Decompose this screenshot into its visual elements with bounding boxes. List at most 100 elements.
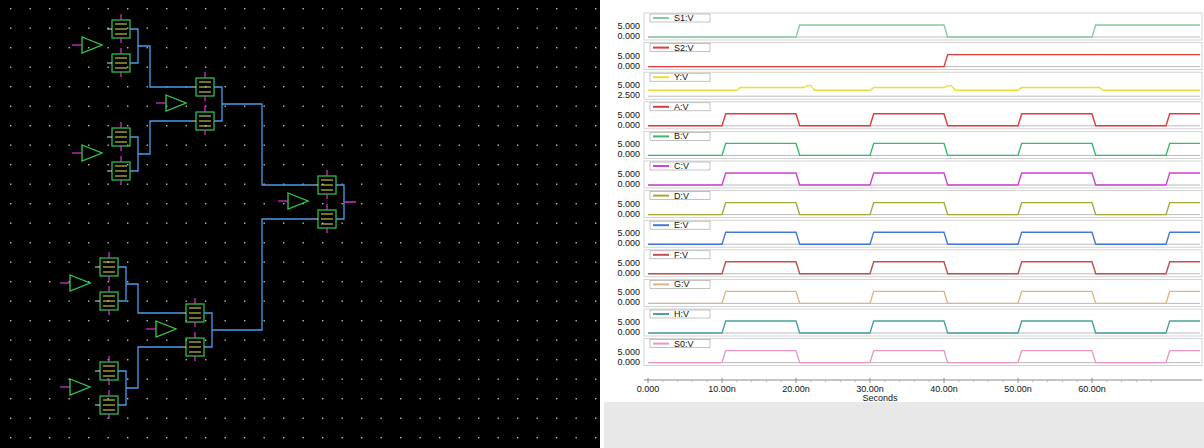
tick-label: 5.000 [617, 139, 640, 149]
tick-label: 2.500 [617, 90, 640, 100]
tick-label: 0.000 [617, 149, 640, 159]
wire [212, 219, 313, 330]
grid-dots [10, 8, 596, 438]
viewer-background [604, 0, 1204, 448]
minor-tick [1077, 380, 1078, 382]
trace-frame [644, 339, 1202, 366]
tick-label: 5.000 [617, 21, 640, 31]
axis-tick [1092, 378, 1093, 383]
output-pin [344, 201, 356, 202]
tick-label: 5.000 [617, 287, 640, 297]
minor-tick [1136, 380, 1137, 382]
minor-tick [1106, 380, 1107, 382]
waveform [648, 114, 1200, 126]
mux-cell [156, 72, 222, 135]
trace-frame [644, 191, 1202, 218]
waveform [648, 262, 1200, 274]
tick-label: 0.000 [617, 209, 640, 219]
tick-label: 5.000 [617, 80, 640, 90]
tick-label: 0.000 [617, 357, 640, 367]
minor-tick [988, 380, 989, 382]
wire [138, 121, 191, 154]
signal-name: C:V [674, 161, 689, 171]
signal-name: G:V [674, 279, 690, 289]
tick-label: 5.000 [617, 258, 640, 268]
status-bar [604, 402, 1204, 448]
signal-name: D:V [674, 191, 689, 201]
wire [126, 284, 181, 313]
signal-name: F:V [674, 250, 688, 260]
schematic-background [0, 0, 600, 448]
minor-tick [692, 380, 693, 382]
legend-box [650, 14, 710, 22]
trace-frame [644, 102, 1202, 129]
trace-frame [644, 13, 1202, 40]
legend-sample [653, 135, 669, 137]
axis-tick [796, 378, 797, 383]
minor-tick [1032, 380, 1033, 382]
legend-sample [653, 224, 669, 226]
trace-frame [644, 131, 1202, 158]
waveform [648, 86, 1200, 91]
waveform [648, 203, 1200, 215]
axis-tick [944, 378, 945, 383]
tick-label: 5.000 [617, 169, 640, 179]
minor-tick [899, 380, 900, 382]
minor-tick [736, 380, 737, 382]
minor-tick [1047, 380, 1048, 382]
waveform [648, 321, 1200, 333]
mux-cell [60, 356, 126, 419]
minor-tick [929, 380, 930, 382]
legend-sample [653, 76, 669, 78]
axis-label: 20.00n [782, 384, 810, 394]
trace-frame [644, 309, 1202, 336]
tick-label: 5.000 [617, 51, 640, 61]
axis-label: 30.00n [856, 384, 884, 394]
trace-frame [644, 220, 1202, 247]
mux-cell [60, 252, 126, 315]
tick-label: 0.000 [617, 31, 640, 41]
mux-cell [278, 170, 344, 233]
signal-name: S1:V [674, 13, 694, 23]
tick-label: 5.000 [617, 199, 640, 209]
legend-sample [653, 106, 669, 108]
signal-name: E:V [674, 220, 689, 230]
trace-frame [644, 43, 1202, 70]
minor-tick [1151, 380, 1152, 382]
signal-name: S0:V [674, 339, 694, 349]
signal-name: H:V [674, 309, 689, 319]
legend-sample [653, 195, 669, 197]
trace-frame [644, 72, 1202, 99]
minor-tick [1121, 380, 1122, 382]
legend-sample [653, 313, 669, 315]
tick-label: 0.000 [617, 179, 640, 189]
wire [138, 46, 191, 87]
minor-tick [751, 380, 752, 382]
legend-sample [653, 165, 669, 167]
mux-cell [146, 298, 212, 361]
minor-tick [707, 380, 708, 382]
signal-name: S2:V [674, 43, 694, 53]
axis-tick [870, 378, 871, 383]
legend-sample [653, 283, 669, 285]
waveform [648, 351, 1200, 363]
legend-box [650, 162, 710, 170]
trace-frame [644, 279, 1202, 306]
signal-name: Y:V [674, 72, 688, 82]
axis-title: Seconds [862, 393, 897, 403]
minor-tick [810, 380, 811, 382]
axis-tick [722, 378, 723, 383]
wire [126, 347, 181, 388]
tick-label: 0.000 [617, 268, 640, 278]
mux-cell [72, 122, 138, 185]
legend-sample [653, 343, 669, 345]
tick-label: 0.000 [617, 327, 640, 337]
wire [222, 104, 313, 185]
tick-label: 0.000 [617, 120, 640, 130]
tick-label: 5.000 [617, 347, 640, 357]
signal-name: B:V [674, 131, 689, 141]
waveform [648, 232, 1200, 244]
axis-tick [648, 378, 649, 383]
waveform [648, 173, 1200, 185]
legend-sample [653, 47, 669, 49]
